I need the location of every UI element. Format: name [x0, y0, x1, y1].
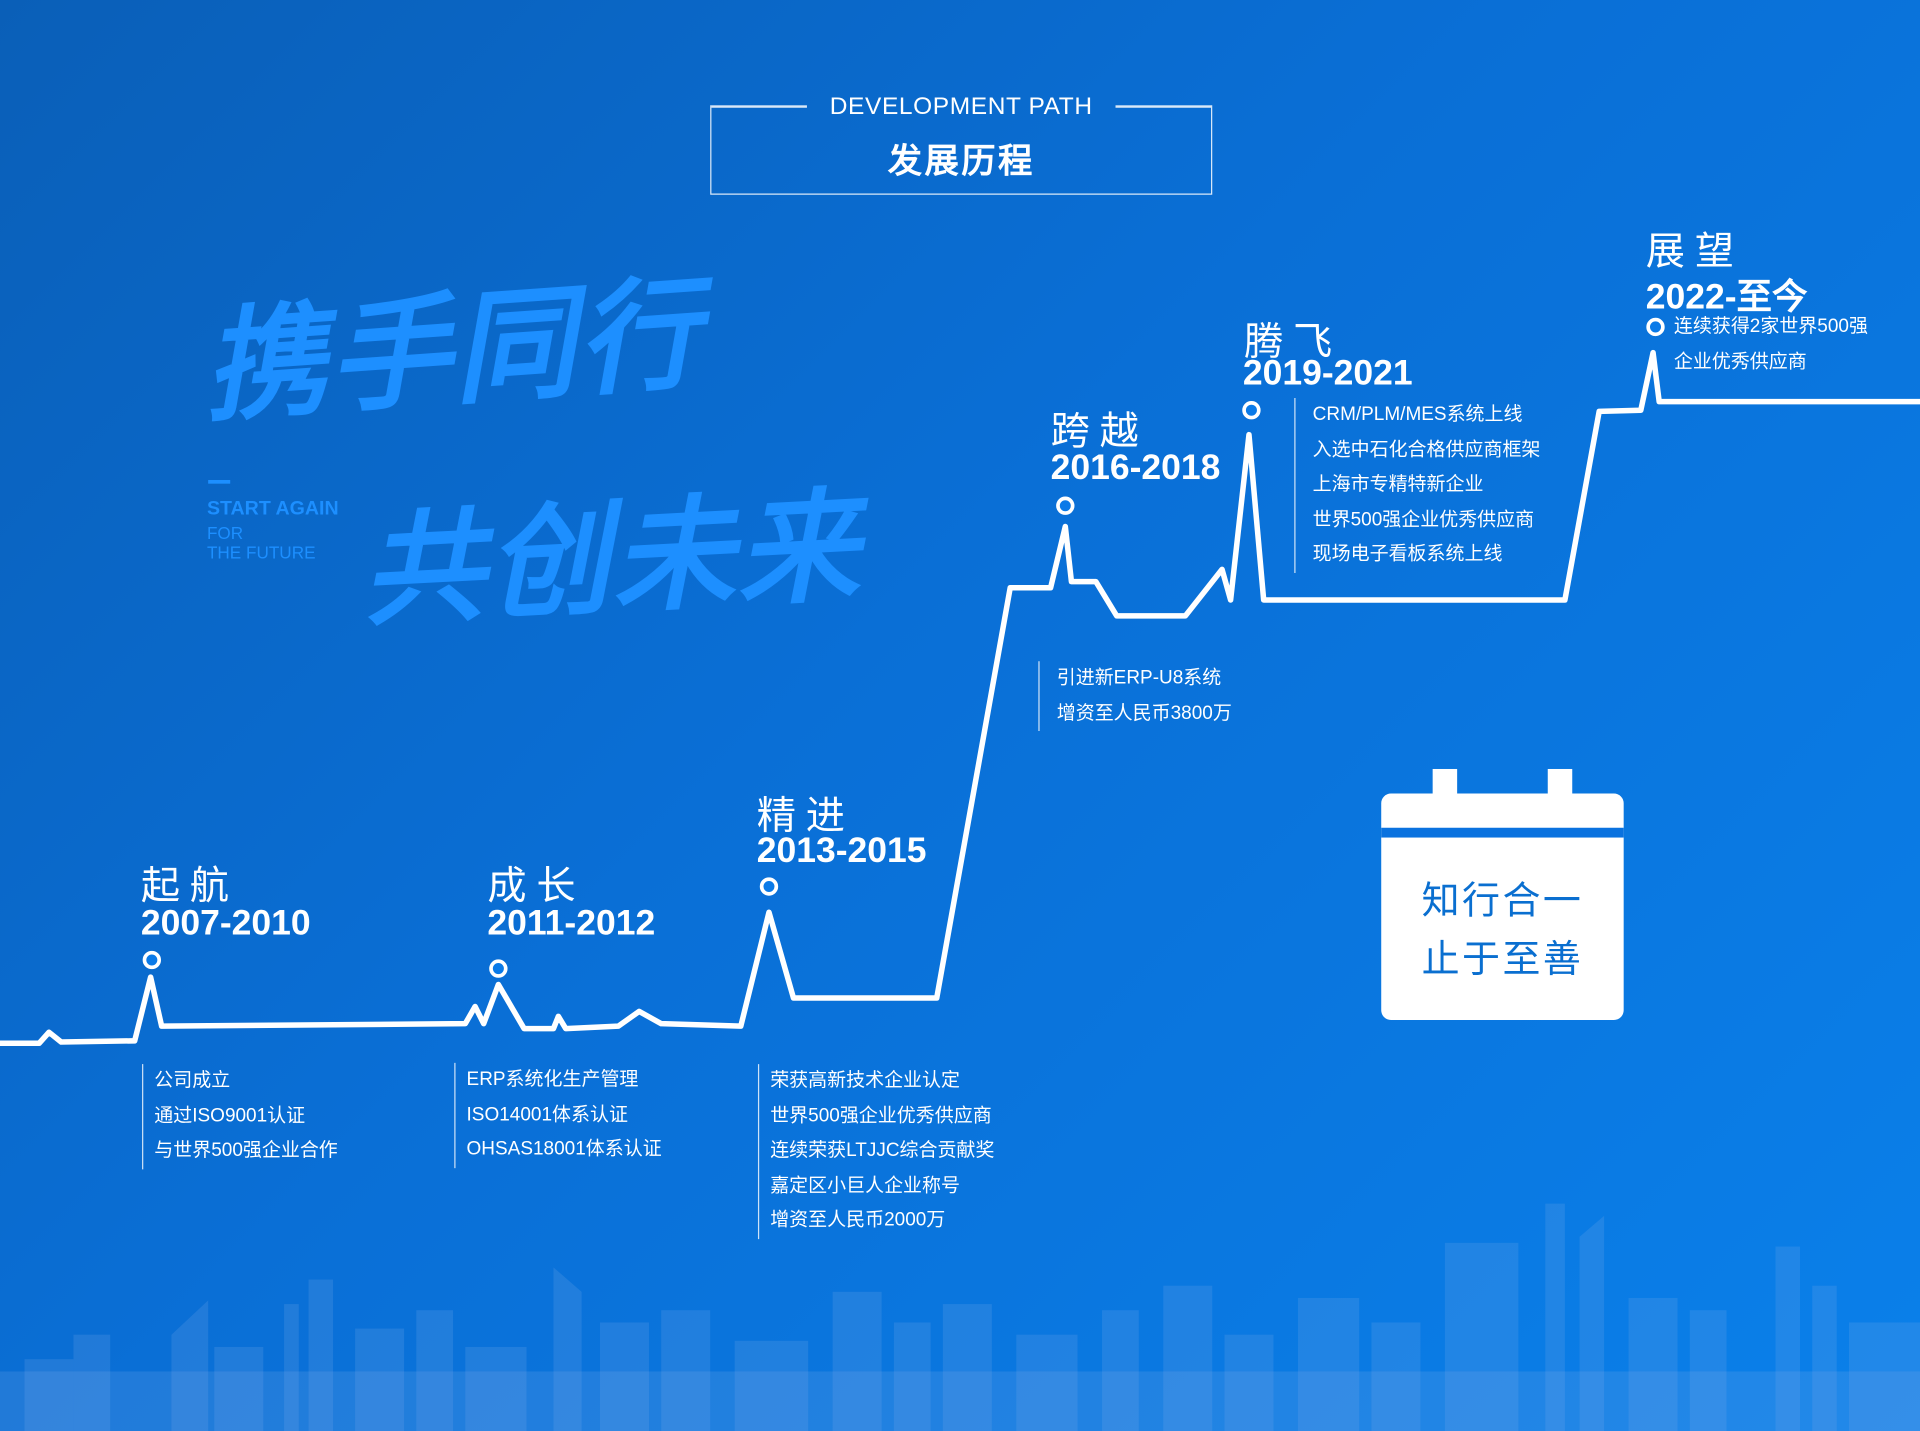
stage-items: 引进新ERP-U8系统增资至人民币3800万	[1038, 661, 1232, 732]
item: 入选中石化合格供应商框架	[1312, 438, 1541, 460]
item: 通过ISO9001认证	[154, 1105, 306, 1126]
stage-items: 连续获得2家世界500强企业优秀供应商	[1663, 310, 1868, 380]
stage-name: 腾飞	[1244, 319, 1343, 364]
item: ERP系统化生产管理	[466, 1068, 639, 1090]
stage-years: 2016-2018	[1050, 448, 1221, 488]
stage-name: 精进	[756, 793, 855, 838]
item: 引进新ERP-U8系统	[1056, 667, 1222, 689]
stage-name: 起航	[140, 863, 239, 908]
item: 上海市专精特新企业	[1312, 473, 1484, 495]
timeline-line	[0, 349, 1920, 1047]
item: 增资至人民币2000万	[770, 1209, 946, 1231]
slogan-en1: START AGAIN	[206, 498, 339, 520]
milestone-dot	[1056, 496, 1075, 515]
title-en: DEVELOPMENT PATH	[829, 93, 1093, 121]
milestone-dot	[759, 877, 779, 896]
slogan-en2: FOR	[206, 522, 244, 543]
calendar-icon: 知行合一 止于至善	[1381, 768, 1624, 1021]
item: 增资至人民币3800万	[1056, 702, 1232, 724]
milestone-dot	[1646, 317, 1665, 337]
item: 企业优秀供应商	[1673, 350, 1807, 372]
stage-items: CRM/PLM/MES系统上线入选中石化合格供应商框架上海市专精特新企业世界50…	[1294, 397, 1541, 573]
stage-years: 2013-2015	[756, 831, 927, 871]
title-cn: 发展历程	[887, 142, 1035, 181]
milestone-dot	[1242, 401, 1261, 420]
item: 公司成立	[154, 1070, 231, 1092]
item: CRM/PLM/MES系统上线	[1312, 404, 1523, 425]
item: 现场电子看板系统上线	[1312, 543, 1503, 565]
milestone-dot	[142, 950, 162, 970]
stage-years: 2011-2012	[487, 903, 656, 943]
stage-name: 成长	[487, 863, 586, 908]
stage-items: 公司成立通过ISO9001认证与世界500强企业合作	[142, 1064, 338, 1169]
section-title: DEVELOPMENT PATH 发展历程	[710, 93, 1213, 195]
item: 连续获得2家世界500强	[1673, 315, 1868, 337]
item: 世界500强企业优秀供应商	[770, 1105, 992, 1126]
item: ISO14001体系认证	[466, 1103, 628, 1125]
item: 与世界500强企业合作	[154, 1140, 338, 1161]
slogan-en3: THE FUTURE	[206, 542, 316, 563]
item: 荣获高新技术企业认定	[770, 1070, 961, 1092]
item: OHSAS18001体系认证	[466, 1138, 662, 1160]
stage-years: 2019-2021	[1242, 353, 1413, 394]
milestone-dot	[489, 959, 508, 978]
stage-items: ERP系统化生产管理 ISO14001体系认证 OHSAS18001体系认证	[454, 1062, 662, 1168]
slogan-dash	[208, 480, 231, 484]
slogan-line1: 携手同行	[198, 260, 707, 440]
stage-name: 跨越	[1050, 408, 1149, 454]
stage-years: 2022-至今	[1645, 277, 1808, 318]
stage-items: 荣获高新技术企业认定世界500强企业优秀供应商连续荣获LTJJC综合贡献奖嘉定区…	[757, 1064, 995, 1239]
motto-line1: 知行合一	[1421, 879, 1584, 923]
motto-line2: 止于至善	[1421, 937, 1584, 981]
item: 世界500强企业优秀供应商	[1312, 508, 1535, 530]
slogan-line2: 共创未来	[358, 473, 865, 644]
item: 连续荣获LTJJC综合贡献奖	[770, 1140, 995, 1161]
stage-years: 2007-2010	[140, 903, 311, 943]
item: 嘉定区小巨人企业称号	[770, 1174, 961, 1196]
stage-name: 展望	[1645, 228, 1744, 274]
